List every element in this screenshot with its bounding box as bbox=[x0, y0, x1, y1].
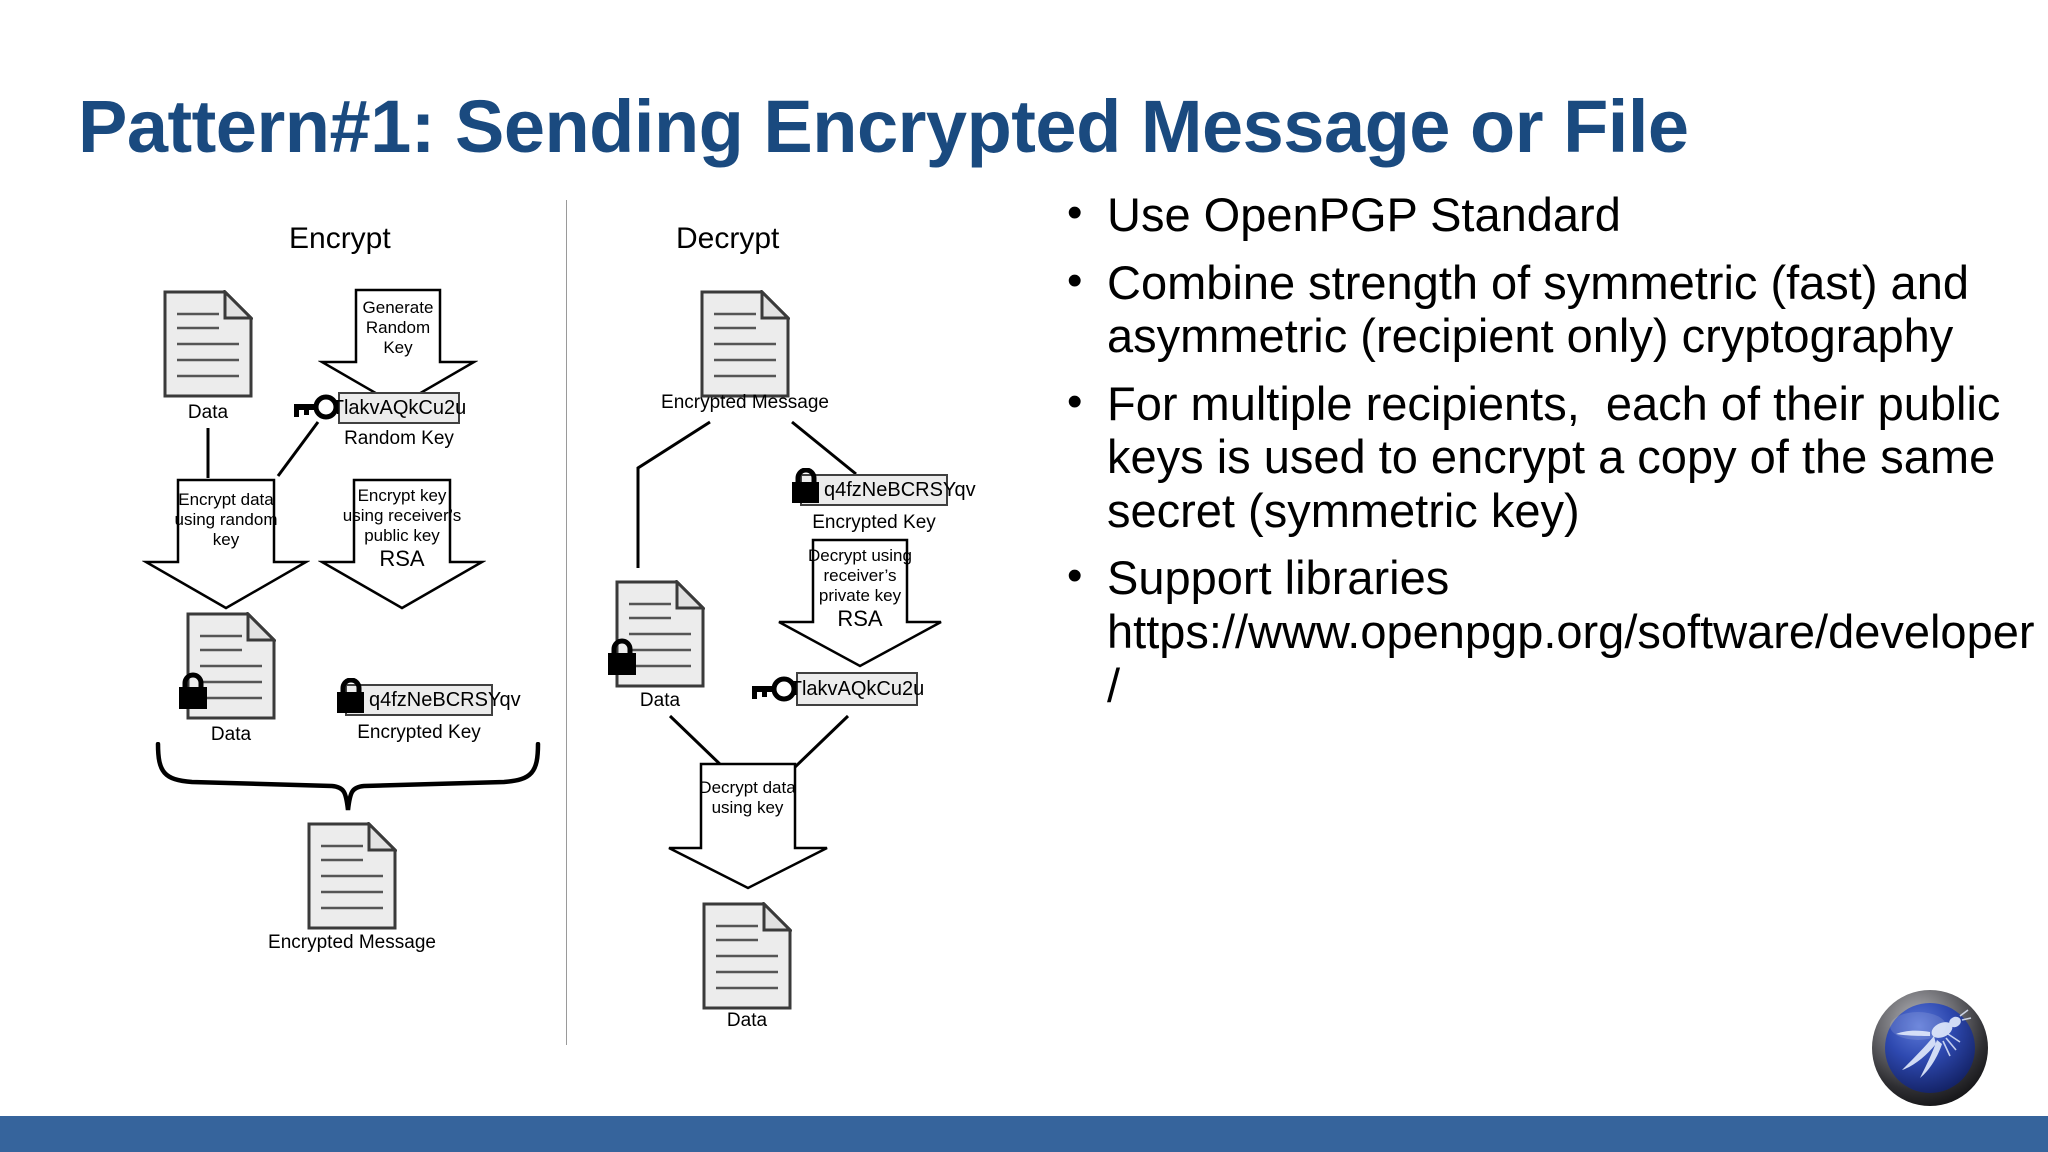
key-icon bbox=[748, 674, 797, 704]
decrypt-output-document-icon bbox=[702, 900, 794, 1010]
encrypt-data-arrow bbox=[141, 478, 311, 610]
bullet-marker: • bbox=[1067, 551, 1083, 601]
decrypt-input-caption: Encrypted Message bbox=[661, 392, 829, 413]
connector-split-right bbox=[790, 420, 860, 476]
lock-icon bbox=[335, 677, 367, 714]
list-item: • Combine strength of symmetric (fast) a… bbox=[1055, 256, 2045, 363]
connector-data-to-encrypt bbox=[205, 428, 211, 478]
encryption-flow-diagram: Encrypt Data bbox=[0, 0, 1060, 1100]
key-icon bbox=[290, 392, 339, 422]
bullet-text: For multiple recipients, each of their p… bbox=[1107, 376, 2014, 537]
encrypted-key-box: q4fzNeBCRSYqv bbox=[345, 684, 521, 716]
bullet-list: • Use OpenPGP Standard • Combine strengt… bbox=[1055, 188, 2045, 726]
connector-merge-left bbox=[668, 714, 728, 770]
connector-merge-right bbox=[790, 714, 850, 770]
decrypt-encrypted-key-caption: Encrypted Key bbox=[812, 512, 936, 533]
column-divider bbox=[566, 200, 567, 1045]
decrypt-encrypted-data-caption: Data bbox=[639, 690, 681, 711]
bullet-text: Combine strength of symmetric (fast) and… bbox=[1107, 255, 1983, 363]
lock-icon bbox=[176, 672, 210, 710]
connector-split-left bbox=[628, 420, 712, 570]
bullet-marker: • bbox=[1067, 188, 1083, 237]
encrypted-message-document-icon bbox=[307, 820, 399, 930]
bullet-marker: • bbox=[1067, 255, 1083, 305]
encrypted-message-input-icon bbox=[700, 288, 792, 398]
decrypt-random-key-box: TlakvAQkCu2u bbox=[790, 672, 924, 706]
decrypt-key-arrow-text: Decrypt using receiver’s private key bbox=[808, 546, 912, 606]
encrypted-data-caption: Data bbox=[210, 724, 252, 745]
random-key-caption: Random Key bbox=[344, 428, 454, 449]
decrypt-data-arrow bbox=[665, 762, 830, 890]
decrypt-key-arrow bbox=[775, 538, 945, 668]
bullet-text-link[interactable]: Support libraries https://www.openpgp.or… bbox=[1107, 551, 2035, 712]
encrypted-data-document-icon bbox=[186, 610, 278, 720]
generate-random-key-arrow-text: Generate Random Key bbox=[362, 298, 434, 358]
encrypted-key-caption: Encrypted Key bbox=[357, 722, 481, 743]
footer-bar bbox=[0, 1116, 2048, 1152]
encrypt-data-arrow-text: Encrypt data using random key bbox=[174, 490, 278, 550]
list-item: • Use OpenPGP Standard bbox=[1055, 188, 2045, 242]
owasp-logo bbox=[1868, 986, 1992, 1110]
decrypt-column-heading: Decrypt bbox=[676, 222, 780, 255]
data-document-caption: Data bbox=[187, 402, 229, 423]
encrypt-output-caption: Encrypted Message bbox=[268, 932, 436, 953]
list-item: • For multiple recipients, each of their… bbox=[1055, 377, 2045, 538]
decrypt-data-arrow-text: Decrypt data using key bbox=[699, 778, 796, 818]
merge-brace bbox=[152, 741, 544, 814]
page-title: Pattern#1: Sending Encrypted Message or … bbox=[78, 85, 1689, 168]
lock-icon bbox=[790, 467, 822, 504]
lock-icon bbox=[605, 638, 639, 676]
bullet-text: Use OpenPGP Standard bbox=[1107, 188, 1621, 241]
encrypt-key-algorithm-label: RSA bbox=[379, 546, 425, 571]
generate-random-key-arrow bbox=[317, 288, 479, 408]
random-key-box: TlakvAQkCu2u bbox=[332, 392, 466, 424]
encrypt-key-arrow bbox=[317, 478, 487, 610]
encrypt-column-heading: Encrypt bbox=[289, 222, 391, 255]
decrypt-encrypted-key-box: q4fzNeBCRSYqv bbox=[800, 474, 976, 506]
connector-key-to-encrypt-key bbox=[276, 420, 320, 478]
data-document-icon bbox=[163, 288, 255, 398]
decrypt-output-caption: Data bbox=[726, 1010, 768, 1031]
list-item: • Support libraries https://www.openpgp.… bbox=[1055, 551, 2045, 712]
encrypt-key-arrow-text: Encrypt key using receiver’s public key bbox=[342, 486, 462, 546]
decrypt-key-algorithm-label: RSA bbox=[837, 606, 883, 631]
bullet-marker: • bbox=[1067, 376, 1083, 426]
